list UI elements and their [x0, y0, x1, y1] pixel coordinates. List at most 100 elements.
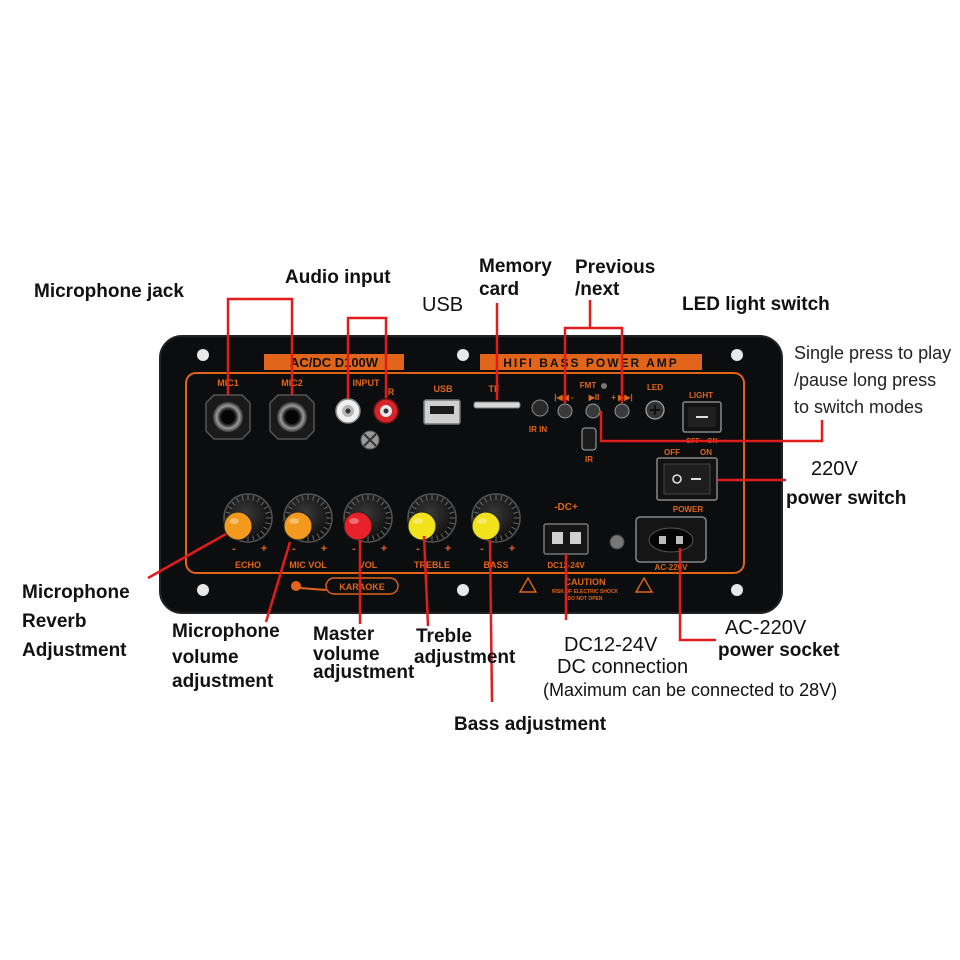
label-reverb-1: Microphone [22, 582, 130, 603]
label-usb: USB [422, 294, 464, 316]
label-micvol-2: volume [172, 647, 239, 668]
label-master-2: volume [313, 644, 380, 665]
port-label-input-r: R [388, 387, 395, 397]
knob-minus-label: - [416, 543, 420, 555]
dc-polarity-label: -DC+ [554, 502, 578, 513]
next-button[interactable] [614, 403, 630, 419]
knob-label: MIC VOL [289, 560, 327, 570]
knob-echo[interactable] [223, 493, 273, 543]
port-label-ir-in: IR IN [529, 425, 547, 434]
ground-screw [360, 430, 380, 450]
knob-plus-label: + [321, 543, 327, 555]
callout-play [599, 411, 824, 443]
callout-lines [147, 297, 824, 703]
tf-card-slot[interactable] [473, 401, 521, 409]
port-label-ir: IR [585, 455, 593, 464]
usb-port[interactable] [423, 399, 461, 425]
port-label-tf: TF [489, 384, 500, 394]
label-micvol-1: Microphone [172, 621, 280, 642]
power-off-label: OFF [664, 448, 680, 457]
knob-plus-label: + [381, 543, 387, 555]
port-label-input: INPUT [353, 378, 381, 388]
label-play-2: /pause long press [794, 370, 937, 390]
ac-label: AC-220V [655, 563, 689, 572]
warning-triangle-icon [518, 576, 538, 593]
knob-label: BASS [483, 560, 508, 570]
caution-sub2: DO NOT OPEN [567, 596, 602, 602]
label-dc-3: (Maximum can be connected to 28V) [543, 680, 838, 700]
ir-receiver [581, 427, 597, 451]
callout-mic-jack [226, 297, 294, 395]
mount-hole [457, 349, 469, 361]
label-microphone-jack: Microphone jack [34, 281, 184, 302]
dc-terminal[interactable] [543, 523, 589, 555]
port-label-play: ▶II [588, 393, 600, 402]
ir-in-sensor [531, 399, 549, 417]
title-strip [264, 354, 404, 370]
mount-hole [731, 584, 743, 596]
knob-label: VOL [359, 560, 378, 570]
label-audio-input: Audio input [285, 267, 391, 288]
knob-vol[interactable] [343, 493, 393, 543]
label-prev-1: Previous [575, 257, 656, 278]
knob-treble[interactable] [407, 493, 457, 543]
knob-minus-label: - [292, 543, 296, 555]
knob-label: TREBLE [414, 560, 450, 570]
port-label-fmt: FMT [580, 381, 597, 390]
label-micvol-3: adjustment [172, 671, 274, 692]
knob-mic-vol[interactable] [283, 493, 333, 543]
mount-hole [197, 349, 209, 361]
knob-bass[interactable] [471, 493, 521, 543]
previous-button[interactable] [557, 403, 573, 419]
label-prev-2: /next [575, 279, 620, 300]
play-pause-button[interactable] [585, 403, 601, 419]
mount-hole [731, 349, 743, 361]
rca-input-red[interactable] [373, 398, 399, 424]
port-label-usb: USB [433, 384, 453, 394]
knob-plus-label: + [261, 543, 267, 555]
knob-minus-label: - [232, 543, 236, 555]
warning-triangle-icon [634, 576, 654, 593]
mount-hole [457, 584, 469, 596]
label-ac-1: AC-220V [725, 617, 807, 639]
callout-treble [422, 535, 430, 627]
title-strip [480, 354, 702, 370]
caution-sub1: RISK OF ELECTRIC SHOCK [552, 589, 619, 595]
power-rocker-switch[interactable] [656, 457, 718, 501]
callout-ac [678, 548, 716, 642]
fmt-indicator-icon [601, 383, 607, 389]
label-power-1: 220V [811, 458, 858, 480]
knob-plus-label: + [509, 543, 515, 555]
label-master-3: adjustment [313, 662, 415, 683]
label-memory-2: card [479, 279, 520, 300]
callout-reverb [147, 532, 227, 580]
label-memory-1: Memory [479, 256, 552, 277]
board-frame [185, 372, 745, 574]
port-label-led: LED [647, 383, 663, 392]
karaoke-label: KARAOKE [339, 582, 385, 592]
knob-row: -+ECHO-+MIC VOL-+VOL-+TREBLE-+BASS [223, 493, 521, 570]
mount-hole [197, 584, 209, 596]
label-bass: Bass adjustment [454, 714, 607, 735]
label-power-2: power switch [786, 488, 907, 509]
karaoke-badge [325, 577, 399, 595]
light-rocker-switch[interactable] [682, 401, 722, 433]
caution-label: CAUTION [565, 577, 606, 587]
callout-bass [488, 539, 494, 703]
board-title: HIFI BASS POWER AMP [503, 356, 679, 370]
rca-input-white[interactable] [335, 398, 361, 424]
board-model: AC/DC D100W [290, 355, 379, 370]
mic2-jack[interactable] [269, 394, 315, 440]
label-treble-2: adjustment [414, 647, 516, 668]
callout-micvol [264, 541, 292, 623]
label-master-1: Master [313, 624, 375, 645]
label-dc-1: DC12-24V [564, 634, 658, 656]
knob-minus-label: - [352, 543, 356, 555]
ac-power-socket[interactable] [635, 516, 707, 563]
callout-audio-input [346, 316, 388, 398]
knob-minus-label: - [480, 543, 484, 555]
mic1-jack[interactable] [205, 394, 251, 440]
port-label-light: LIGHT [689, 391, 713, 400]
